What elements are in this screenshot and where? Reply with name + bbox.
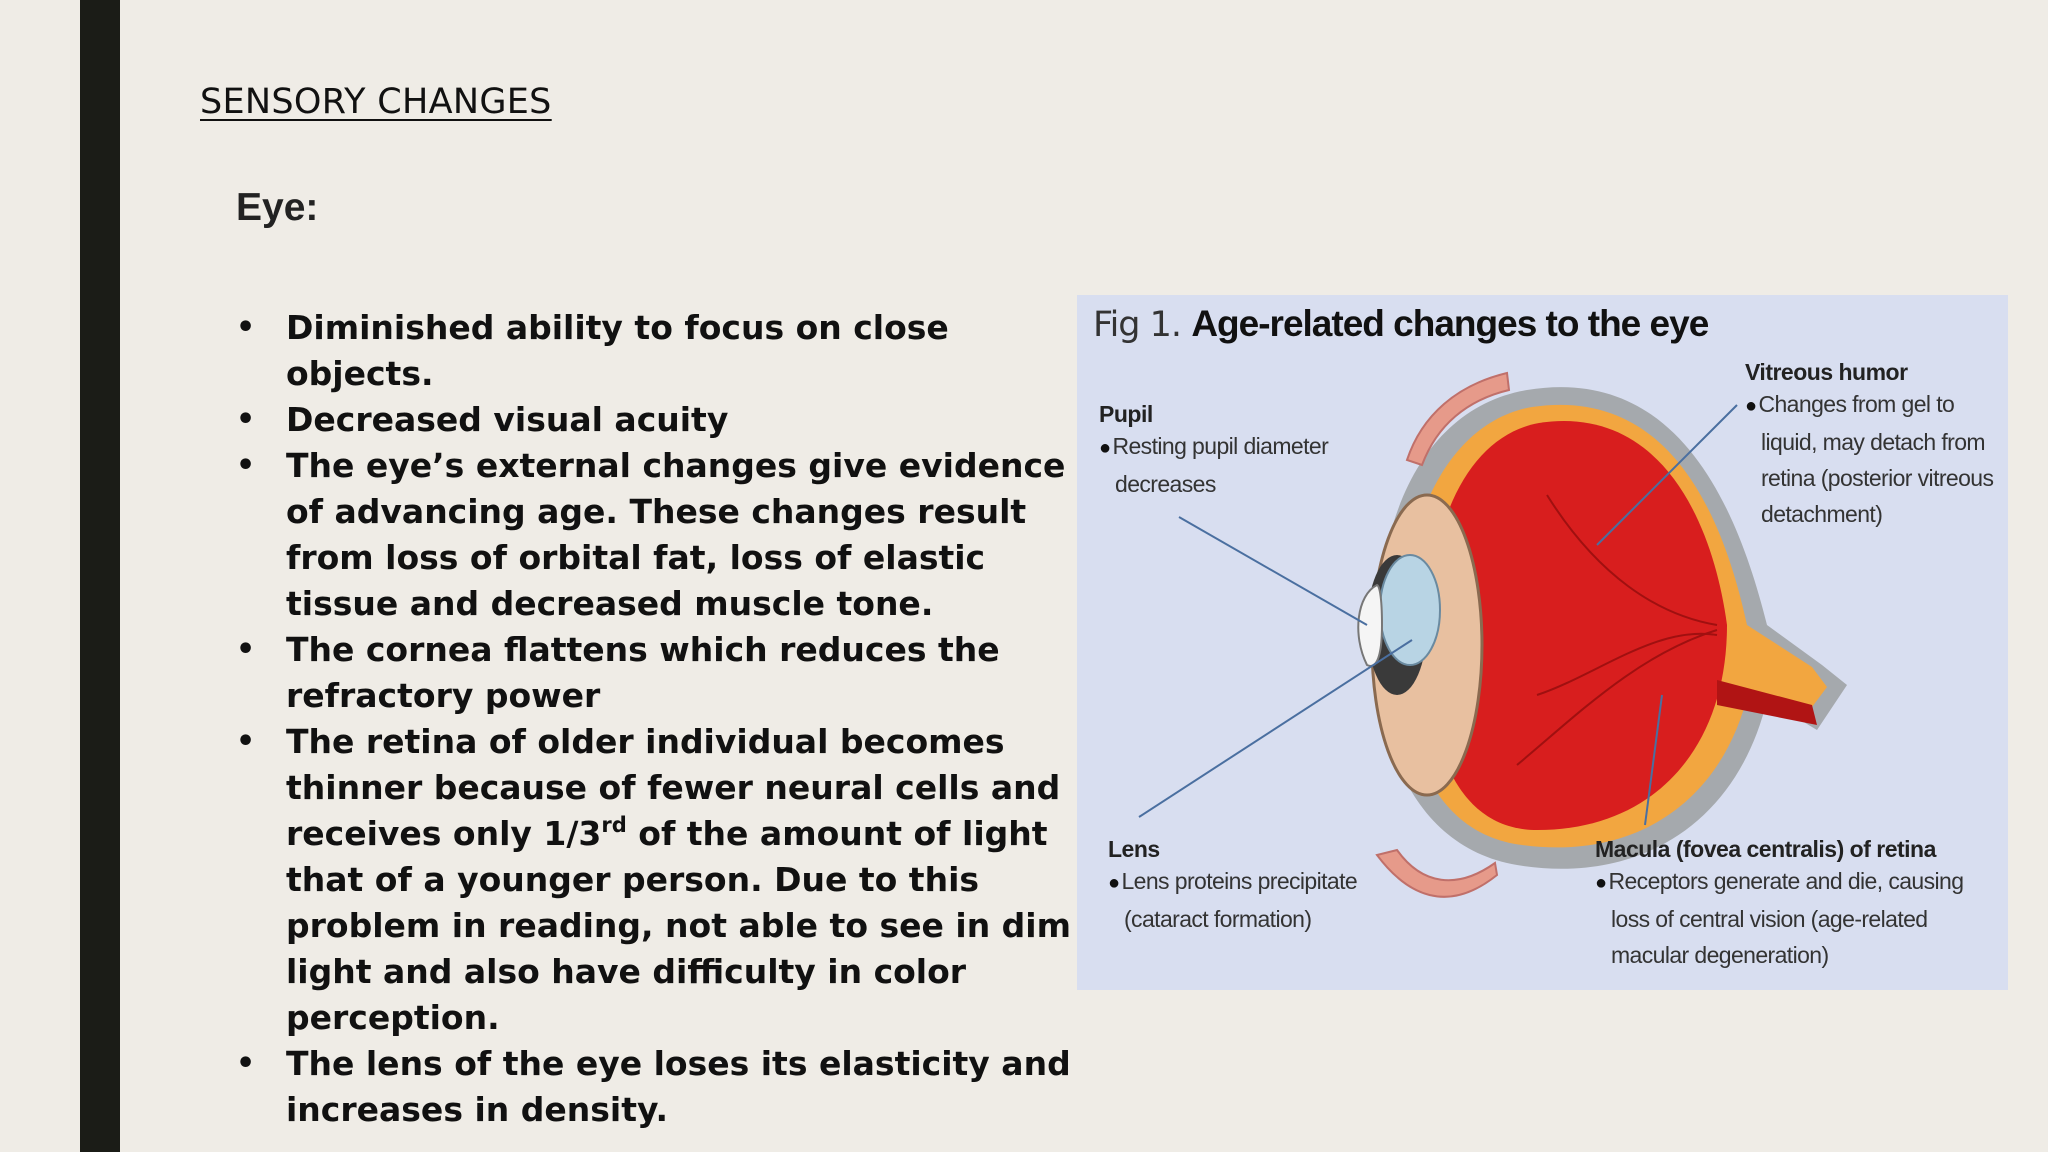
figure-title-text: Age-related changes to the eye [1191, 303, 1709, 344]
blood-vessel [1516, 629, 1718, 766]
superscript: rd [601, 813, 627, 837]
macula-label-title: Macula (fovea centralis) of retina [1595, 836, 1936, 862]
macula-label-line: loss of central vision (age-related [1611, 906, 1928, 932]
lens-label-line: (cataract formation) [1124, 906, 1312, 932]
bullet-text: The eye’s external changes give evidence… [286, 446, 1066, 623]
bullet-item: • The retina of older individual becomes … [236, 719, 1076, 1041]
lens-label-title: Lens [1108, 836, 1160, 862]
optic-nerve [1717, 680, 1817, 725]
bullet-dot: ● [1108, 872, 1120, 894]
blood-vessel [1536, 632, 1718, 696]
bullet-item: • The eye’s external changes give evidenc… [236, 443, 1076, 627]
left-accent-bar [80, 0, 120, 1152]
bullet-dot: ● [1595, 872, 1607, 894]
bullet-dot: • [236, 1046, 256, 1081]
bullet-dot: • [236, 448, 256, 483]
figure-title: Fig 1. Age-related changes to the eye [1093, 303, 1709, 345]
retina [1427, 421, 1727, 830]
slide-heading: SENSORY CHANGES [200, 82, 552, 122]
eyelid-bottom [1375, 848, 1499, 898]
lens-pointer [1138, 639, 1413, 818]
bullet-item: • Diminished ability to focus on close ob… [236, 305, 1076, 397]
vitreous-label-line: liquid, may detach from [1761, 429, 1986, 455]
eyelid-top [1405, 371, 1511, 467]
macula-label: Macula (fovea centralis) of retina ●Rece… [1595, 836, 1964, 973]
macula-label-line: ●Receptors generate and die, causing [1595, 863, 1964, 901]
bullet-text-part: of the amount of light that of a younger… [286, 814, 1071, 1037]
lens-label-line: ●Lens proteins precipitate [1108, 863, 1358, 901]
bullet-text: The lens of the eye loses its elasticity… [286, 1044, 1071, 1129]
bullet-item: • The cornea flattens which reduces the r… [236, 627, 1076, 719]
bullet-text: Diminished ability to focus on close obj… [286, 308, 949, 393]
bullet-item: • The lens of the eye loses its elasticit… [236, 1041, 1076, 1133]
vitreous-label: Vitreous humor ●Changes from gel to liqu… [1745, 359, 1994, 532]
macula-pointer [1644, 694, 1663, 826]
pupil-label: Pupil ●Resting pupil diameter decreases [1099, 401, 1329, 502]
label-text: Resting pupil diameter [1112, 433, 1329, 459]
label-text: Lens proteins precipitate [1121, 868, 1358, 894]
vitreous-label-title: Vitreous humor [1745, 359, 1908, 385]
lens [1379, 554, 1441, 666]
bullet-dot: ● [1099, 437, 1111, 459]
cornea [1357, 583, 1384, 667]
bullet-dot: ● [1745, 395, 1757, 417]
bullet-text-part: The retina of older individual becomes t… [286, 722, 1061, 853]
bullet-dot: • [236, 310, 256, 345]
eye-diagram [1138, 371, 1847, 898]
pupil-label-line: ●Resting pupil diameter [1099, 428, 1329, 466]
pupil-pointer [1178, 516, 1368, 626]
bullet-dot: • [236, 724, 256, 759]
pupil-label-title: Pupil [1099, 401, 1153, 427]
slide-subheading: Eye: [236, 186, 319, 229]
figure-number: Fig 1. [1093, 305, 1182, 345]
bullet-text: The retina of older individual becomes t… [286, 722, 1071, 1037]
vitreous-label-line: detachment) [1761, 501, 1883, 527]
eye-figure: Fig 1. Age-related changes to the eye Pu… [1077, 295, 2008, 990]
blood-vessel [1546, 494, 1718, 626]
bullet-text: The cornea flattens which reduces the re… [286, 630, 1000, 715]
lens-label: Lens ●Lens proteins precipitate (catarac… [1108, 836, 1358, 937]
label-text: Changes from gel to [1758, 391, 1955, 417]
bullet-dot: • [236, 632, 256, 667]
bullet-dot: • [236, 402, 256, 437]
macula-label-line: macular degeneration) [1611, 942, 1829, 968]
bullet-text: Decreased visual acuity [286, 400, 729, 439]
vitreous-label-line: ●Changes from gel to [1745, 386, 1993, 424]
label-text: Receptors generate and die, causing [1608, 868, 1964, 894]
vitreous-label-line: retina (posterior vitreous [1761, 465, 1994, 491]
bullet-item: • Decreased visual acuity [236, 397, 1076, 443]
pupil-label-line: decreases [1115, 471, 1216, 497]
vitreous-pointer [1596, 404, 1738, 546]
bullet-list: • Diminished ability to focus on close ob… [236, 305, 1076, 1133]
